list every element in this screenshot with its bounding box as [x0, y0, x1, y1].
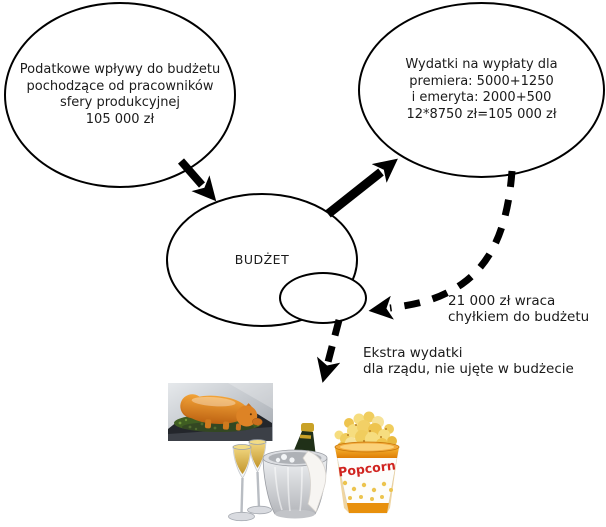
bucket-side-shade [387, 458, 397, 513]
bubble-payroll-expenses: Wydatki na wypłaty dla premiera: 5000+12… [358, 2, 605, 178]
bubble-text-line: i emeryta: 2000+500 [411, 90, 552, 105]
pig-leg [222, 421, 230, 430]
popcorn-label-text: Popcorn [337, 458, 396, 480]
pig-head [236, 405, 258, 427]
bottle-foil [301, 423, 314, 432]
arrow-return-dashed [368, 170, 516, 320]
champagne-liquid [249, 444, 266, 468]
bubble-text-line: sfery produkcyjnej [59, 95, 181, 110]
bottle-band [299, 434, 312, 439]
pig-eye [249, 413, 252, 416]
pig-snout [252, 418, 263, 426]
pig-gloss [191, 396, 236, 407]
bubble-budget-small [279, 272, 367, 324]
pig-leg [204, 419, 212, 429]
popcorn-specks [347, 424, 387, 442]
bubble-payroll-expenses-text: Wydatki na wypłaty dla premiera: 5000+12… [360, 57, 603, 123]
pig-shadow [182, 422, 254, 432]
arrow-budget-to-payroll [325, 158, 398, 218]
champagne-liquid [233, 449, 251, 474]
flute-base [247, 505, 272, 515]
champagne-flute-front [228, 444, 255, 522]
bubble-text-line: pochodzące od pracowników [26, 78, 214, 94]
ice-cubes [275, 454, 295, 463]
budget-label: BUDŻET [234, 251, 290, 267]
note-extra-line: Ekstra wydatki [363, 345, 463, 361]
bucket-rim-inner [340, 443, 394, 451]
arrow-extra-dashed [316, 319, 343, 383]
bucket-base [275, 509, 315, 519]
bubble-text-line: premiera: 5000+1250 [409, 73, 554, 89]
champagne-image [228, 423, 328, 522]
bucket-streaks [274, 466, 303, 512]
flute-base [228, 511, 255, 522]
pig-leg [235, 423, 242, 431]
napkin [302, 450, 327, 513]
bucket-popcorn-pattern [342, 480, 393, 501]
flute-stem [256, 471, 261, 509]
flute-rim [248, 439, 267, 445]
bucket-bottom-band [346, 503, 389, 513]
popcorn-bucket: Popcorn [334, 441, 400, 514]
tray-edge [168, 427, 272, 441]
background-streak [228, 383, 273, 409]
roast-pig-image [168, 383, 273, 441]
bucket-side-shade [337, 458, 349, 513]
bubble-tax-income: Podatkowe wpływy do budżetu pochodzące o… [4, 2, 236, 188]
popcorn-image: Popcorn [334, 411, 400, 514]
note-return-line: 21 000 zł wraca [448, 293, 556, 309]
note-return: 21 000 zł wraca chyłkiem do budżetu [448, 293, 589, 325]
note-return-line: chyłkiem do budżetu [448, 309, 590, 325]
bubble-text-line: 12*8750 zł=105 000 zł [406, 106, 557, 122]
bubble-text-line: Wydatki na wypłaty dla [405, 57, 558, 72]
note-extra-line: dla rządu, nie ujęte w budżecie [363, 361, 574, 377]
champagne-flute-back [247, 439, 272, 515]
flute-rim [232, 444, 252, 450]
roast-pig [180, 394, 263, 431]
bubble-text-line: Podatkowe wpływy do budżetu [19, 62, 221, 77]
bubble-text-line: 105 000 zł [85, 111, 155, 127]
flute-stem [240, 477, 244, 515]
bubble-tax-income-text: Podatkowe wpływy do budżetu pochodzące o… [6, 62, 234, 128]
note-extra: Ekstra wydatki dla rządu, nie ujęte w bu… [363, 345, 574, 377]
